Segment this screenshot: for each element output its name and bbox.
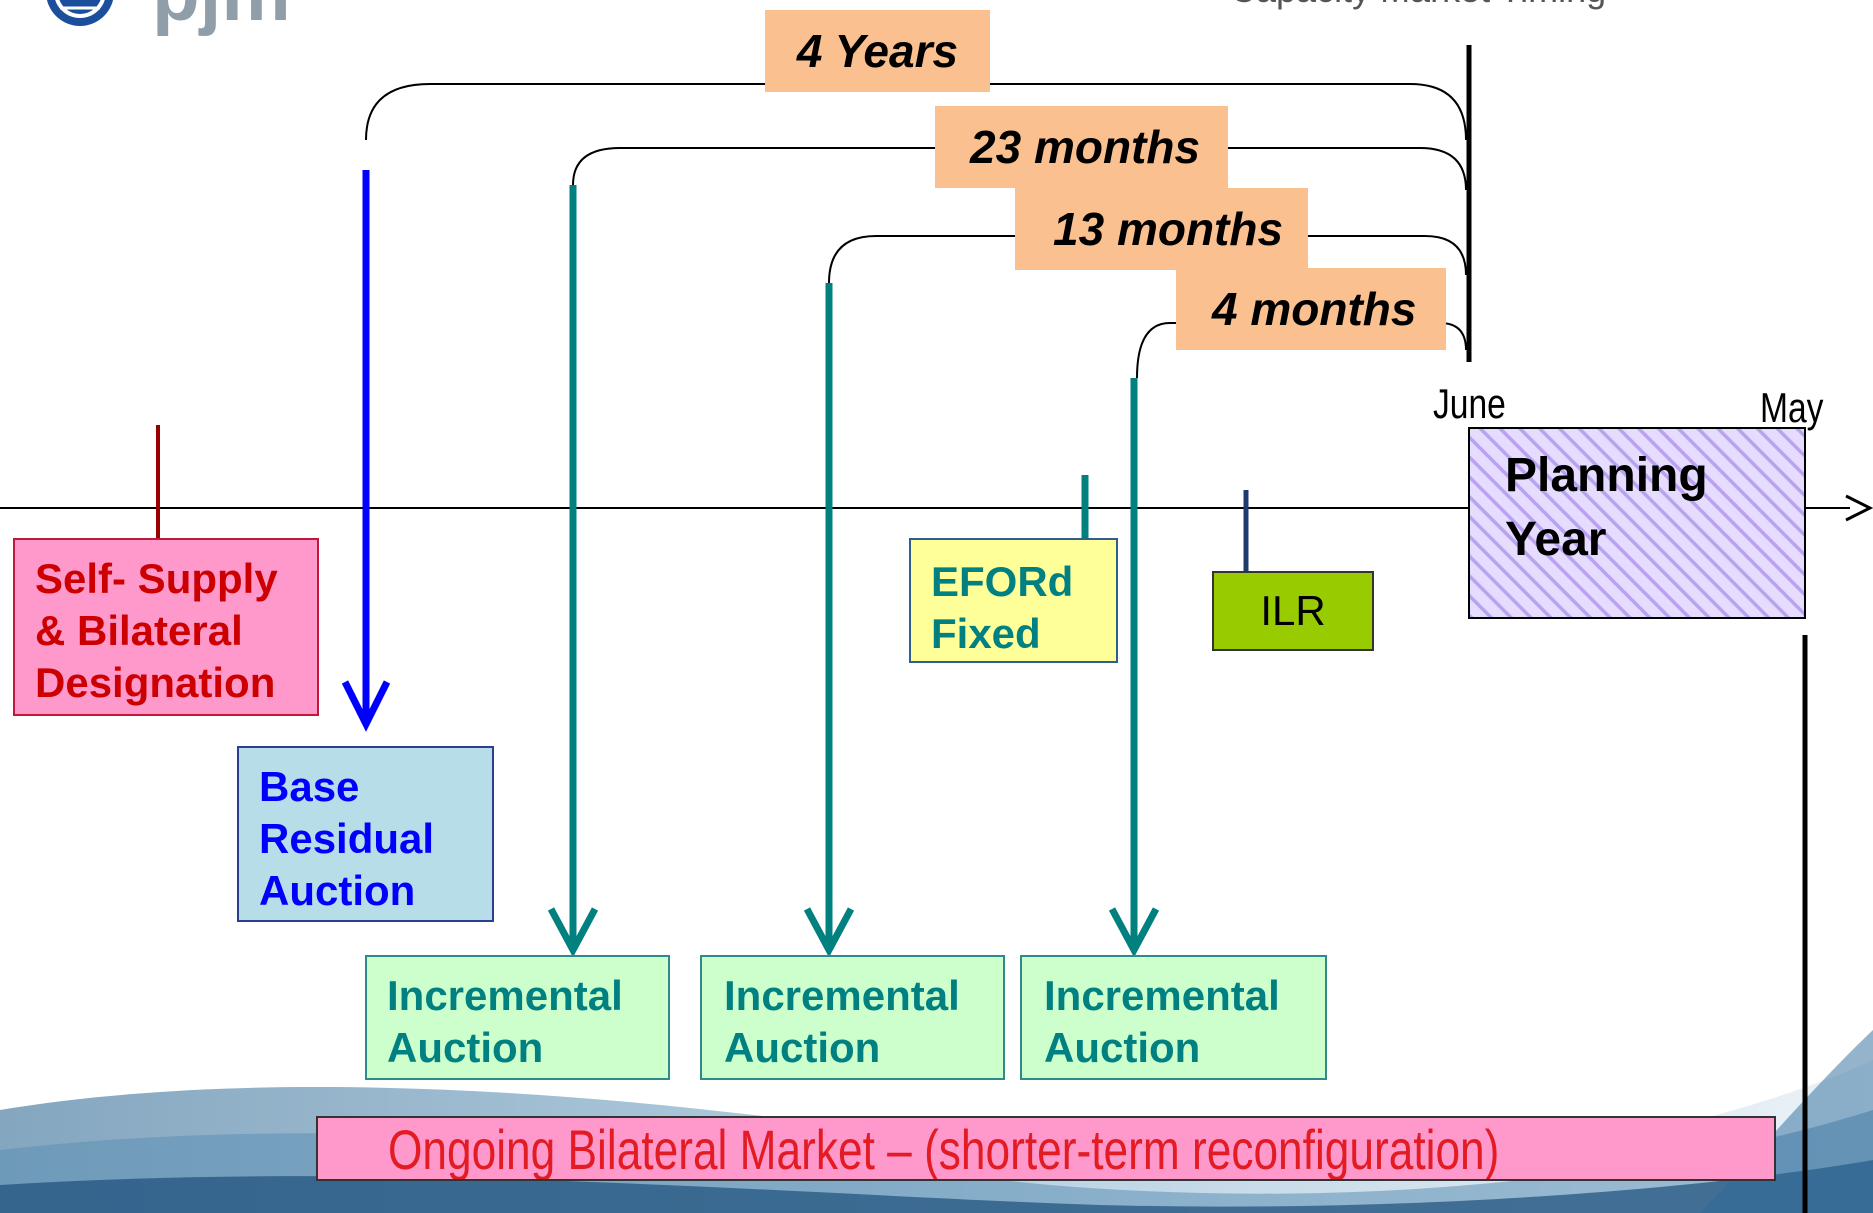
- duration-4-years: 4 Years: [765, 10, 990, 92]
- bracket-4-months: [1136, 322, 1467, 379]
- efor-box: EFORd Fixed: [909, 538, 1118, 663]
- planning-year-line-2: Year: [1505, 513, 1607, 566]
- duration-23-months: 23 months: [935, 106, 1228, 188]
- bracket-13-months: [828, 235, 1467, 284]
- incremental-auction-box-1: Incremental Auction: [365, 955, 670, 1080]
- incremental-arrow-1: [547, 185, 599, 958]
- incremental-arrow-2: [803, 283, 855, 958]
- planning-year-box: [1468, 427, 1806, 619]
- bracket-4-years: [365, 83, 1467, 141]
- incremental-arrow-3: [1108, 378, 1160, 958]
- base-residual-line-3: Auction: [259, 867, 416, 914]
- self-supply-box: Self- Supply & Bilateral Designation: [13, 538, 319, 716]
- incremental-2-line-1: Incremental: [724, 972, 960, 1019]
- self-supply-line-1: Self- Supply: [35, 555, 278, 602]
- incremental-2-line-2: Auction: [724, 1024, 881, 1071]
- duration-13-months: 13 months: [1015, 188, 1308, 270]
- efor-line-2: Fixed: [931, 610, 1041, 657]
- base-residual-arrow: [341, 170, 391, 732]
- incremental-3-line-2: Auction: [1044, 1024, 1201, 1071]
- incremental-1-line-2: Auction: [387, 1024, 544, 1071]
- pjm-logo: pjm: [46, 0, 291, 37]
- self-supply-line-2: & Bilateral: [35, 607, 243, 654]
- ongoing-bilateral-text: Ongoing Bilateral Market – (shorter-term…: [388, 1118, 1500, 1181]
- incremental-3-line-1: Incremental: [1044, 972, 1280, 1019]
- ilr-box: ILR: [1212, 571, 1374, 651]
- planning-year-line-1: Planning: [1505, 449, 1708, 502]
- ongoing-bilateral-banner: Ongoing Bilateral Market – (shorter-term…: [316, 1116, 1776, 1181]
- base-residual-box: Base Residual Auction: [237, 746, 494, 922]
- self-supply-line-3: Designation: [35, 659, 276, 706]
- incremental-auction-box-3: Incremental Auction: [1020, 955, 1327, 1080]
- incremental-1-line-1: Incremental: [387, 972, 623, 1019]
- planning-year-label: Planning Year: [1505, 444, 1708, 572]
- efor-line-1: EFORd: [931, 558, 1074, 605]
- incremental-auction-box-2: Incremental Auction: [700, 955, 1005, 1080]
- duration-4-months: 4 months: [1176, 268, 1446, 350]
- base-residual-line-1: Base: [259, 763, 360, 810]
- header-text: Capacity Market Timing: [1230, 0, 1606, 10]
- base-residual-line-2: Residual: [259, 815, 435, 862]
- may-label: May: [1760, 384, 1824, 431]
- logo-text: pjm: [152, 0, 291, 37]
- june-label: June: [1433, 380, 1506, 427]
